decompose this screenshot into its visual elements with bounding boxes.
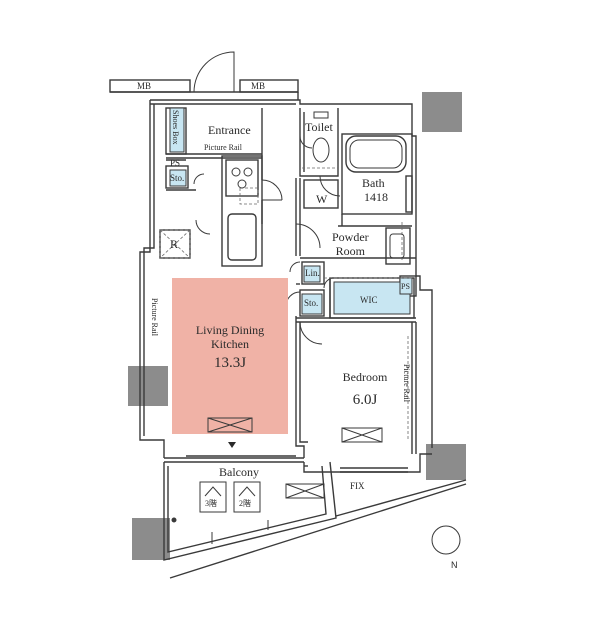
stove-icon <box>231 167 253 189</box>
bedroom-size-label: 6.0J <box>352 392 378 408</box>
picture-rail-ldk-label: Picture Rail <box>150 298 160 336</box>
linen-label: Lin. <box>305 268 320 278</box>
picture-rail-entrance-label: Picture Rail <box>204 143 242 152</box>
ps-left-label: PS <box>170 158 181 168</box>
fix-label: FIX <box>350 481 365 491</box>
floor2-label: 2階 <box>239 499 251 508</box>
sink-icon <box>389 233 405 259</box>
north-label: N <box>451 560 458 570</box>
doors <box>193 51 341 345</box>
r-label: R <box>170 237 179 251</box>
dashed-lines <box>159 167 414 440</box>
window-marker <box>228 442 236 448</box>
picture-rail-bedroom-label: Picture Rail <box>402 364 412 402</box>
washer-label: W <box>316 192 328 206</box>
sto-middle-label: Sto. <box>304 298 319 308</box>
mb-label-right: MB <box>251 81 266 91</box>
bathtub-icon <box>349 139 403 169</box>
shoes-box-label: Shoes Box <box>171 110 181 145</box>
ldk-size-label: 13.3J <box>213 355 247 371</box>
ldk-name-label: Living Dining Kitchen <box>195 323 265 351</box>
aircon-icon <box>207 417 383 499</box>
toilet-label: Toilet <box>305 120 333 134</box>
compass-icon <box>431 523 461 557</box>
evacuation-hatch-icon <box>199 481 261 513</box>
bedroom-label: Bedroom <box>342 370 388 384</box>
floor3-label: 3階 <box>205 499 217 508</box>
ps-right-label: PS <box>401 282 410 291</box>
bath-label: Bath <box>362 176 385 190</box>
sto-left-label: Sto. <box>170 173 185 183</box>
wic-label: WIC <box>360 295 378 305</box>
balcony-rail <box>171 517 269 544</box>
bath-size-label: 1418 <box>364 190 388 204</box>
toilet-icon <box>312 111 330 163</box>
ldk-area <box>172 278 288 434</box>
balcony-label: Balcony <box>219 465 259 479</box>
entrance-label: Entrance <box>208 123 251 137</box>
powder-room-label: Powder Room <box>332 230 369 258</box>
storage-fills <box>169 107 413 315</box>
mb-label-left: MB <box>137 81 152 91</box>
